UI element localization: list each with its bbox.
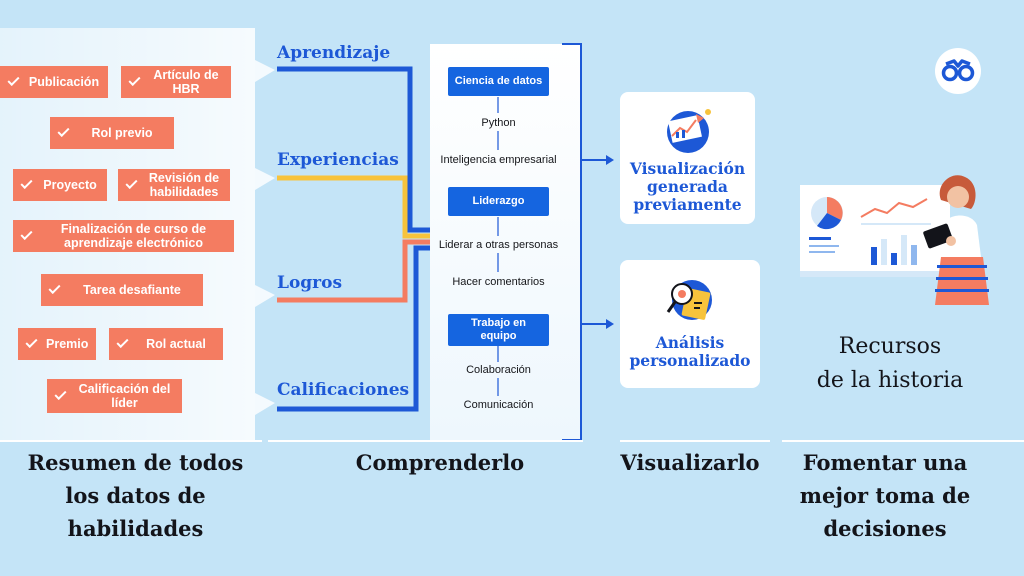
- tag-revision-habilidades: Revisión de habilidades: [118, 169, 230, 201]
- line-logros: [277, 239, 430, 303]
- category-aprendizaje: Aprendizaje: [277, 43, 391, 63]
- dashboard-illustration: [800, 175, 989, 305]
- divider-3: [620, 440, 770, 442]
- check-icon: [20, 227, 33, 241]
- check-icon: [57, 124, 70, 138]
- arrow-visualizacion: [606, 155, 614, 165]
- tag-articulo-hbr: Artículo de HBR: [121, 66, 231, 98]
- line-aprendizaje: [277, 66, 430, 233]
- tag-proyecto: Proyecto: [13, 169, 107, 201]
- tag-finalizacion-curso: Finalización de curso de aprendizaje ele…: [13, 220, 234, 252]
- check-icon: [25, 335, 38, 349]
- divider-2: [268, 440, 583, 442]
- chart-growth-icon: [667, 109, 711, 153]
- item-liderar-personas: Liderar a otras personas: [438, 239, 559, 251]
- node-liderazgo: Liderazgo: [448, 187, 549, 216]
- tag-rol-previo: Rol previo: [50, 117, 174, 149]
- item-colaboracion: Colaboración: [466, 364, 531, 376]
- check-icon: [128, 73, 141, 87]
- tag-rol-actual: Rol actual: [109, 328, 223, 360]
- tag-premio: Premio: [18, 328, 96, 360]
- footer-comprenderlo: Comprenderlo: [355, 450, 525, 475]
- node-ciencia-de-datos: Ciencia de datos: [448, 67, 549, 96]
- arrow-analisis: [606, 319, 614, 329]
- glasses-icon: [941, 59, 975, 82]
- notch-logros: [255, 285, 275, 307]
- analysis-magnifier-icon: [666, 280, 712, 320]
- footer-fomentar: Fomentar una mejor toma de decisiones: [799, 450, 971, 541]
- category-experiencias: Experiencias: [277, 150, 399, 170]
- tag-tarea-desafiante: Tarea desafiante: [41, 274, 203, 306]
- notch-calificaciones: [255, 393, 275, 415]
- node-trabajo-en-equipo: Trabajo en equipo: [448, 314, 549, 346]
- resources-text: Recursos de la historia: [816, 334, 964, 393]
- footer-visualizarlo: Visualizarlo: [620, 450, 760, 475]
- tag-calificacion-lider: Calificación del líder: [47, 379, 182, 413]
- card-analisis: Análisis personalizado: [620, 260, 760, 388]
- divider-1: [0, 440, 262, 442]
- notch-experiencias: [255, 168, 275, 190]
- category-calificaciones: Calificaciones: [277, 380, 410, 400]
- category-logros: Logros: [277, 273, 343, 293]
- item-inteligencia-empresarial: Inteligencia empresarial: [440, 154, 557, 166]
- footer-resumen: Resumen de todos los datos de habilidade…: [27, 450, 244, 541]
- item-hacer-comentarios: Hacer comentarios: [452, 276, 545, 288]
- line-experiencias: [277, 175, 430, 239]
- item-comunicacion: Comunicación: [463, 399, 534, 411]
- check-icon: [20, 176, 33, 190]
- card-title-visualizacion: Visualización generada previamente: [629, 159, 746, 214]
- glasses-logo: [935, 48, 981, 94]
- check-icon: [54, 387, 67, 401]
- understanding-panel: [430, 44, 580, 440]
- check-icon: [7, 73, 20, 87]
- card-title-analisis: Análisis personalizado: [629, 333, 751, 370]
- check-icon: [116, 335, 129, 349]
- item-python: Python: [481, 117, 516, 129]
- check-icon: [125, 176, 138, 190]
- tag-publicacion: Publicación: [0, 66, 108, 98]
- card-visualizacion: Visualización generada previamente: [620, 92, 755, 224]
- divider-4: [782, 440, 1024, 442]
- line-calificaciones: [277, 245, 430, 412]
- notch-aprendizaje: [255, 60, 275, 82]
- check-icon: [48, 281, 61, 295]
